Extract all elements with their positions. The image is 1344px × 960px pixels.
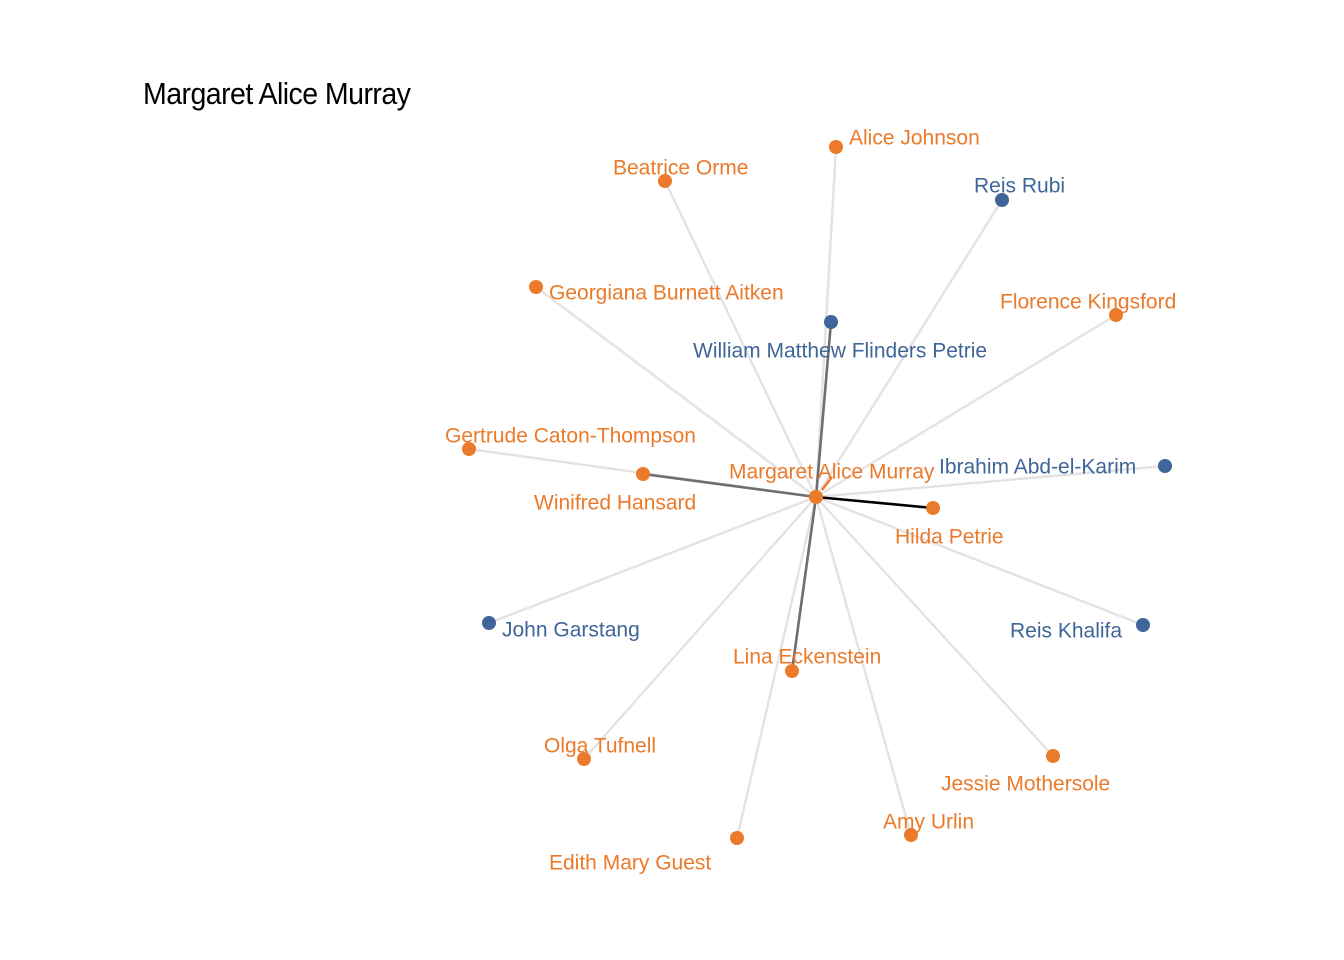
node-florence-kingsford bbox=[1109, 308, 1123, 322]
node-olga-tufnell bbox=[577, 752, 591, 766]
edge-reis-khalifa bbox=[814, 495, 1145, 627]
label-reis-khalifa: Reis Khalifa bbox=[1010, 620, 1122, 643]
node-ibrahim-abd-el-karim bbox=[1158, 459, 1172, 473]
label-lina-eckenstein: Lina Eckenstein bbox=[733, 646, 881, 669]
node-john-garstang bbox=[482, 616, 496, 630]
node-lina-eckenstein bbox=[785, 664, 799, 678]
label-jessie-mothersole: Jessie Mothersole bbox=[941, 773, 1110, 796]
edge-layer bbox=[467, 145, 1167, 840]
node-jessie-mothersole bbox=[1046, 749, 1060, 763]
edge-georgiana-burnett-aitken bbox=[534, 285, 818, 499]
label-georgiana-burnett-aitken: Georgiana Burnett Aitken bbox=[549, 282, 784, 305]
label-alice-johnson: Alice Johnson bbox=[849, 127, 980, 150]
node-winifred-hansard bbox=[636, 467, 650, 481]
edge-amy-urlin bbox=[814, 495, 913, 837]
label-beatrice-orme: Beatrice Orme bbox=[613, 157, 748, 180]
edge-john-garstang bbox=[487, 495, 818, 625]
edge-william-matthew-flinders-petrie bbox=[814, 320, 833, 499]
label-ibrahim-abd-el-karim: Ibrahim Abd-el-Karim bbox=[939, 456, 1136, 479]
label-reis-rubi: Reis Rubi bbox=[974, 175, 1065, 198]
node-georgiana-burnett-aitken bbox=[529, 280, 543, 294]
node-hilda-petrie bbox=[926, 501, 940, 515]
node-beatrice-orme bbox=[658, 174, 672, 188]
label-margaret-alice-murray: Margaret Alice Murray bbox=[729, 461, 935, 484]
label-amy-urlin: Amy Urlin bbox=[883, 811, 974, 834]
node-gertrude-caton-thompson bbox=[462, 442, 476, 456]
node-layer bbox=[462, 140, 1172, 845]
edge-beatrice-orme bbox=[663, 179, 818, 499]
edge-florence-kingsford bbox=[814, 313, 1118, 499]
node-alice-johnson bbox=[829, 140, 843, 154]
edge-reis-rubi bbox=[814, 198, 1004, 499]
edge-lina-eckenstein bbox=[790, 495, 818, 673]
edge-ibrahim-abd-el-karim bbox=[814, 464, 1167, 499]
label-william-matthew-flinders-petrie: William Matthew Flinders Petrie bbox=[693, 340, 987, 363]
node-edith-mary-guest bbox=[730, 831, 744, 845]
center-label-leader bbox=[821, 476, 833, 491]
edge-winifred-hansard bbox=[641, 472, 818, 499]
edge-jessie-mothersole bbox=[814, 495, 1055, 758]
node-william-matthew-flinders-petrie bbox=[824, 315, 838, 329]
node-amy-urlin bbox=[904, 828, 918, 842]
node-margaret-alice-murray bbox=[809, 490, 823, 504]
node-reis-rubi bbox=[995, 193, 1009, 207]
label-florence-kingsford: Florence Kingsford bbox=[1000, 291, 1176, 314]
page-title: Margaret Alice Murray bbox=[143, 76, 411, 111]
node-reis-khalifa bbox=[1136, 618, 1150, 632]
edge-edith-mary-guest bbox=[735, 495, 818, 840]
label-olga-tufnell: Olga Tufnell bbox=[544, 735, 656, 758]
label-hilda-petrie: Hilda Petrie bbox=[895, 526, 1004, 549]
label-john-garstang: John Garstang bbox=[502, 619, 640, 642]
label-winifred-hansard: Winifred Hansard bbox=[534, 492, 696, 515]
edge-olga-tufnell bbox=[582, 495, 818, 761]
label-edith-mary-guest: Edith Mary Guest bbox=[549, 852, 711, 875]
edge-hilda-petrie bbox=[814, 495, 935, 510]
label-gertrude-caton-thompson: Gertrude Caton-Thompson bbox=[445, 425, 696, 448]
